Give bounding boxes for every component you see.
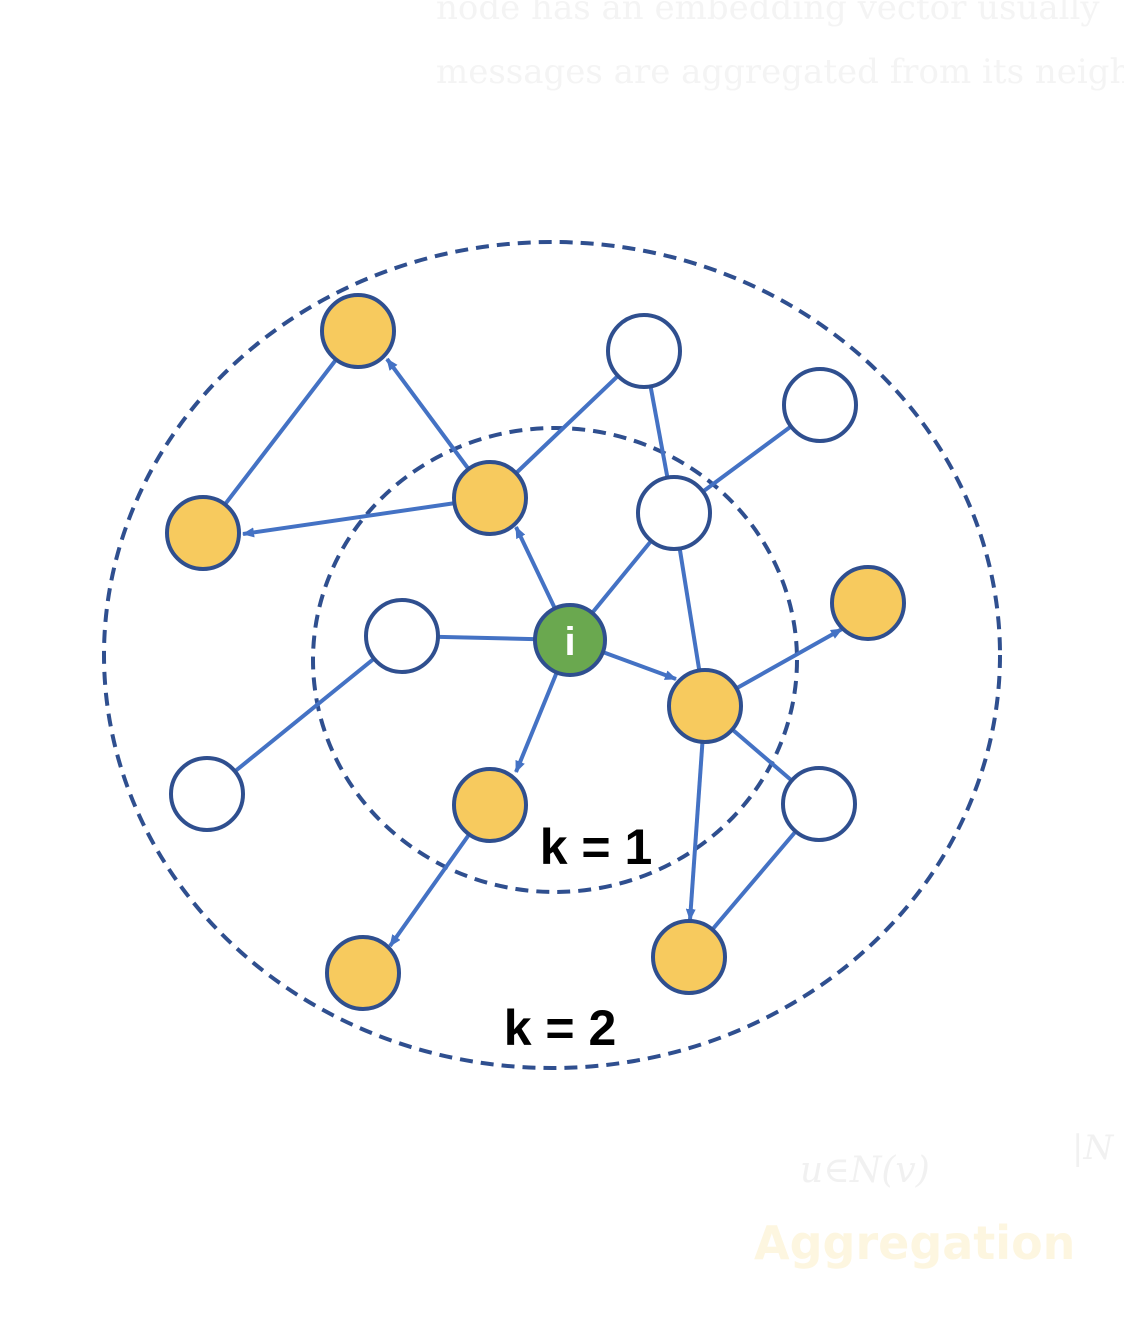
highlighted-node (320, 293, 396, 369)
background-formula-tail: |N (1072, 1128, 1114, 1168)
highlighted-node (325, 935, 401, 1011)
nodes (165, 293, 906, 1011)
highlighted-node (830, 565, 906, 641)
highlighted-node (667, 668, 743, 744)
inner-ring-label: k = 1 (540, 819, 653, 875)
plain-node (169, 756, 245, 832)
outer-ring-label: k = 2 (504, 1000, 617, 1056)
plain-node (781, 766, 857, 842)
background-text-line-2: messages are aggregated from its neigh (436, 52, 1124, 92)
plain-node (364, 598, 440, 674)
highlighted-node (452, 767, 528, 843)
edge (201, 329, 360, 535)
edges (201, 329, 843, 959)
plain-node (636, 475, 712, 551)
background-text-line-1: node has an embedding vector usually (436, 0, 1100, 28)
center-node (533, 603, 607, 677)
inner-hop-ring (311, 426, 799, 894)
background-formula: u∈N(v) (800, 1150, 930, 1191)
highlighted-node (651, 919, 727, 995)
highlighted-node (452, 460, 528, 536)
highlighted-node (165, 495, 241, 571)
plain-node (606, 313, 682, 389)
outer-hop-ring (102, 240, 1002, 1070)
edge (205, 634, 404, 796)
edge (242, 496, 491, 538)
center-node-label: i (564, 620, 575, 664)
background-caption: Aggregation (754, 1216, 1076, 1270)
plain-node (782, 367, 858, 443)
